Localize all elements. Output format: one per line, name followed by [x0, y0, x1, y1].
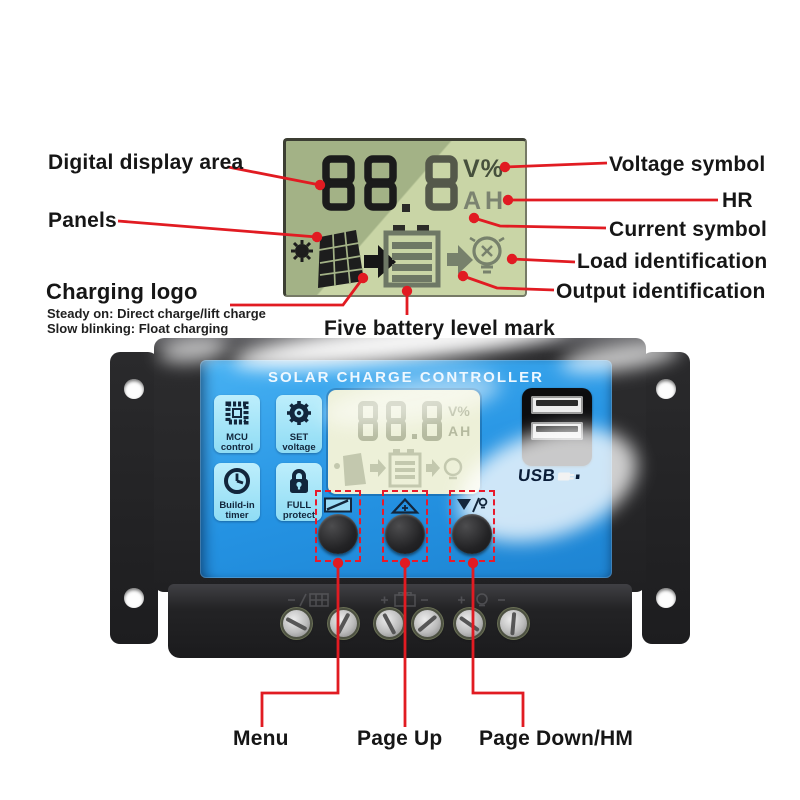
device-lcd-voltage-unit: V%: [448, 403, 470, 419]
tile-builtin-timer: Build-in timer: [214, 463, 260, 521]
callout-hr: HR: [722, 189, 753, 212]
tile-mcu-control: MCU control: [214, 395, 260, 453]
dual-usb-port: [522, 388, 592, 466]
solar-panel-icon: [318, 230, 364, 288]
terminal-screw: [283, 610, 310, 637]
load-bulb-icon: [469, 236, 505, 274]
device-lcd: V% AH: [328, 390, 480, 494]
mounting-hole: [656, 379, 676, 399]
callout-digital-display-area: Digital display area: [48, 151, 244, 174]
terminal-screw: [414, 610, 441, 637]
battery-terminal-marking: [381, 592, 428, 607]
callout-voltage-symbol: Voltage symbol: [609, 153, 766, 176]
mounting-hole: [124, 588, 144, 608]
device-title: SOLAR CHARGE CONTROLLER: [268, 369, 544, 386]
set-voltage-gear-icon: [287, 401, 311, 425]
charging-logo-note-2: Slow blinking: Float charging: [47, 321, 229, 336]
callout-five-battery-level: Five battery level mark: [324, 317, 556, 340]
usb-port: [531, 396, 583, 414]
sun-icon: [291, 240, 313, 262]
arrow-down-bulb-icon: [457, 497, 488, 513]
page-up-button: [385, 514, 425, 554]
mcu-chip-icon: [225, 401, 249, 425]
builtin-timer-clock-icon: [224, 468, 250, 494]
seven-segment-value: [322, 155, 458, 212]
usb-port: [531, 422, 583, 440]
output-arrow-icon: [447, 245, 473, 274]
battery-icon: [383, 225, 441, 288]
callout-current-symbol: Current symbol: [609, 218, 767, 241]
tile-set-voltage: SET voltage: [276, 395, 322, 453]
device-lcd-current-unit: AH: [448, 423, 472, 439]
full-protect-lock-icon: [290, 469, 308, 493]
callout-load-identification: Load identification: [577, 250, 768, 273]
charging-logo-note-1: Steady on: Direct charge/lift charge: [47, 306, 266, 321]
callout-page-down: Page Down/HM: [479, 727, 634, 750]
lcd-closeup-graphics: V% AH: [291, 155, 507, 288]
callout-menu: Menu: [233, 727, 289, 750]
device-lcd-graphics: V% AH: [334, 401, 472, 488]
solar-terminal-marking: [288, 593, 329, 607]
usb-plug-icon: [558, 472, 581, 481]
callout-panels: Panels: [48, 209, 117, 232]
terminal-screw: [330, 610, 357, 637]
terminal-screw: [500, 610, 527, 637]
screen-menu-icon: [324, 497, 352, 513]
terminal-screw: [376, 610, 403, 637]
callout-output-identification: Output identification: [556, 280, 766, 303]
lcd-closeup: V% AH: [283, 138, 527, 297]
mounting-hole: [656, 588, 676, 608]
mounting-hole: [124, 379, 144, 399]
voltage-percent-symbol: V%: [463, 155, 504, 183]
amp-hour-symbol: AH: [463, 187, 507, 215]
charge-arrow-icon: [364, 245, 396, 278]
terminal-screw: [456, 610, 483, 637]
usb-logo: USB: [517, 466, 599, 486]
arrow-up-icon: [390, 498, 420, 514]
callout-page-up: Page Up: [357, 727, 443, 750]
load-terminal-marking: [458, 593, 505, 607]
tile-full-protect: FULL protect: [276, 463, 322, 521]
page-down-button: [452, 514, 492, 554]
callout-charging-logo: Charging logo: [46, 279, 198, 304]
device-lcd-icon-row: [334, 449, 463, 488]
menu-button: [318, 514, 358, 554]
